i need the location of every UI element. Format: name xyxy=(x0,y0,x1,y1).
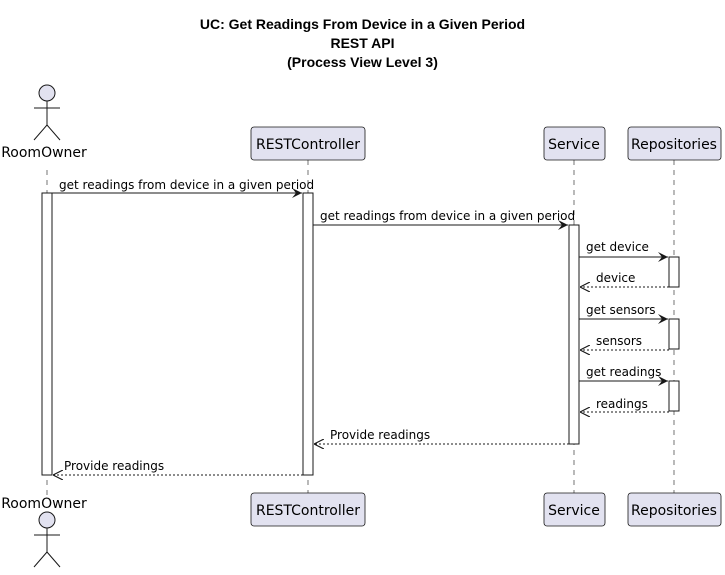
message-label-3: get device xyxy=(586,240,649,254)
message-label-5: get sensors xyxy=(586,303,656,317)
message-label-2: get readings from device in a given peri… xyxy=(320,209,575,223)
diagram-title: UC: Get Readings From Device in a Given … xyxy=(0,15,725,72)
title-line-3: (Process View Level 3) xyxy=(287,54,438,70)
restcontroller-label-top: RESTController xyxy=(256,137,360,153)
title-line-1: UC: Get Readings From Device in a Given … xyxy=(199,16,526,32)
service-activation xyxy=(568,224,580,445)
restcontroller-box-bottom xyxy=(250,492,366,527)
restcontroller-activation xyxy=(302,192,314,476)
repositories-activation-2 xyxy=(668,318,680,350)
message-label-7: get readings xyxy=(586,365,661,379)
message-label-8: readings xyxy=(596,397,648,411)
repositories-activation-1 xyxy=(668,256,680,288)
restcontroller-label-bottom: RESTController xyxy=(256,503,360,519)
repositories-box-bottom xyxy=(627,492,722,527)
message-label-9: Provide readings xyxy=(330,428,430,442)
title-line-2: REST API xyxy=(330,35,395,51)
repositories-label-top: Repositories xyxy=(631,137,717,153)
message-label-4: device xyxy=(596,271,635,285)
roomowner-actor-bottom xyxy=(33,511,61,568)
service-label-bottom: Service xyxy=(548,503,600,519)
roomowner-actor-top xyxy=(33,84,61,141)
repositories-label-bottom: Repositories xyxy=(631,503,717,519)
roomowner-label-top: RoomOwner xyxy=(1,145,87,161)
repositories-box-top xyxy=(627,126,722,161)
repositories-activation-3 xyxy=(668,380,680,412)
message-label-1: get readings from device in a given peri… xyxy=(59,178,314,192)
roomowner-label-bottom: RoomOwner xyxy=(1,496,87,512)
message-label-6: sensors xyxy=(596,334,642,348)
service-box-bottom xyxy=(543,492,606,527)
service-box-top xyxy=(543,126,606,161)
service-label-top: Service xyxy=(548,137,600,153)
roomowner-activation xyxy=(41,192,53,476)
message-label-10: Provide readings xyxy=(64,459,164,473)
restcontroller-box-top xyxy=(250,126,366,161)
